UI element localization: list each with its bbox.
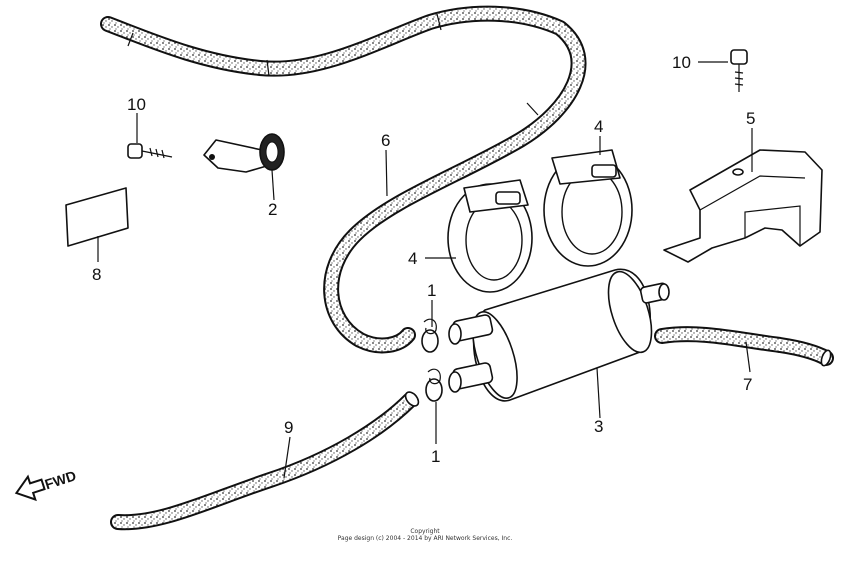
leader-lines: [97, 61, 753, 479]
pump-band-right: [543, 149, 633, 267]
fwd-arrow-icon: [14, 474, 46, 502]
hose-clip-bottom: [425, 368, 443, 402]
bolt-right: [730, 49, 748, 92]
fuel-pump: [448, 268, 670, 402]
callout-1-bottom: 1: [431, 447, 440, 466]
hose-holder: [203, 133, 285, 173]
hose-6: [100, 5, 587, 354]
callout-3: 3: [594, 417, 603, 436]
callout-10-right: 10: [672, 53, 691, 72]
callout-7: 7: [743, 375, 752, 394]
hose-clip-top: [421, 318, 439, 353]
bolt-left: [127, 143, 173, 159]
callout-9: 9: [284, 418, 293, 437]
callout-numbers: 10 2 6 4 4 5 10 8 1 1 3 7 9: [92, 53, 755, 466]
hose-7: [654, 326, 834, 367]
copyright-line-1: Copyright: [410, 528, 440, 535]
callout-6: 6: [381, 131, 390, 150]
callout-10-left: 10: [127, 95, 146, 114]
callout-8: 8: [92, 265, 101, 284]
callout-1-top: 1: [427, 281, 436, 300]
callout-5: 5: [746, 109, 755, 128]
pump-bracket: [663, 149, 823, 263]
fwd-arrow: FWD: [14, 467, 78, 502]
callout-4-right: 4: [594, 117, 603, 136]
callout-4-left: 4: [408, 249, 417, 268]
pump-band-left: [447, 179, 533, 293]
fwd-label: FWD: [43, 467, 78, 492]
label-plate: [65, 187, 129, 247]
copyright-line-2: Page design (c) 2004 - 2014 by ARI Netwo…: [337, 535, 513, 542]
hose-9: [110, 391, 420, 531]
callout-2: 2: [268, 200, 277, 219]
